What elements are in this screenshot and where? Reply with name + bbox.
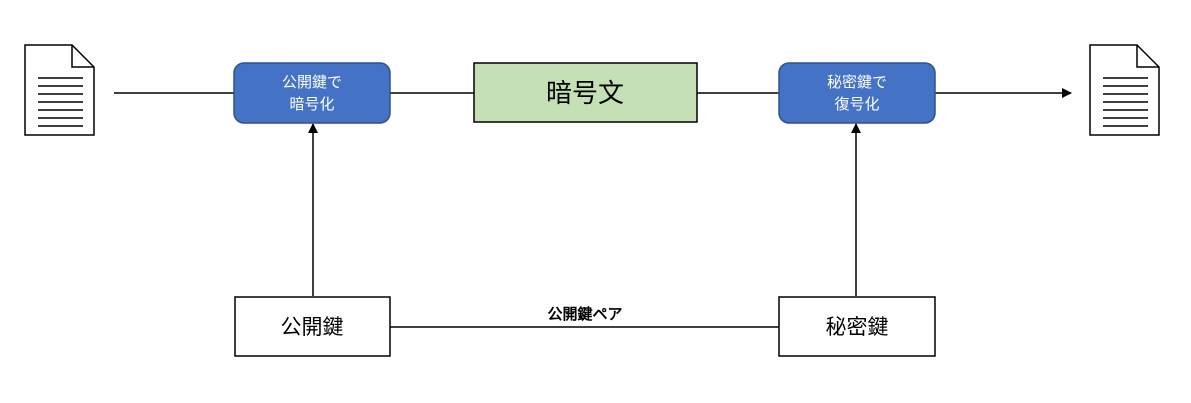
private-key-box (778, 296, 936, 357)
public-key-node: 公開鍵 (234, 296, 391, 357)
key-pair-label: 公開鍵ペア (547, 305, 622, 323)
decrypt-label-line1: 秘密鍵で (827, 73, 887, 91)
decrypt-label-line2: 復号化 (834, 95, 879, 113)
decrypt-node: 秘密鍵で 復号化 (778, 62, 936, 124)
private-key-label: 秘密鍵 (826, 315, 889, 339)
private-key-node: 秘密鍵 (778, 296, 936, 357)
public-key-label: 公開鍵 (281, 315, 344, 339)
encrypt-node: 公開鍵で 暗号化 (233, 62, 391, 124)
output-document-icon (1089, 44, 1160, 136)
public-key-box (234, 296, 391, 357)
input-document-icon (24, 44, 95, 136)
encrypt-label-line1: 公開鍵で (282, 73, 342, 91)
ciphertext-label: 暗号文 (546, 79, 624, 109)
encrypt-label-line2: 暗号化 (289, 95, 334, 113)
ciphertext-box (473, 62, 698, 123)
decrypt-box (778, 62, 936, 124)
ciphertext-node: 暗号文 (473, 62, 698, 123)
connectors (114, 88, 1072, 328)
encrypt-box (233, 62, 391, 124)
